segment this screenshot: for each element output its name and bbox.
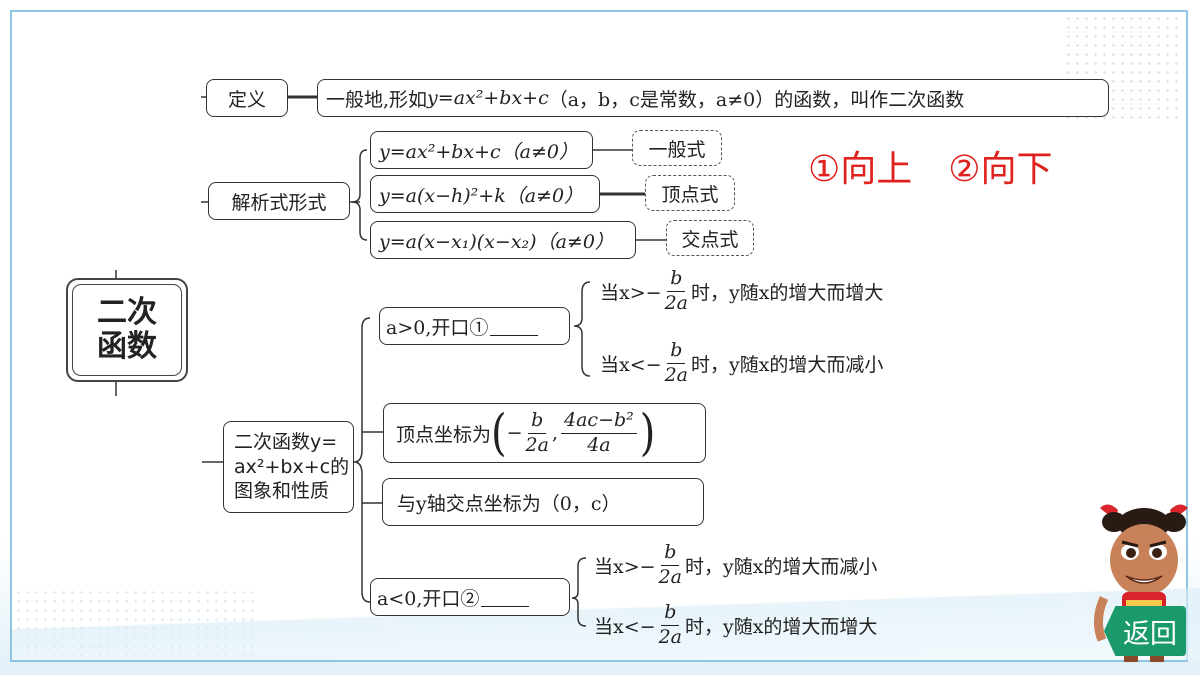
answers: ①向上 ②向下 bbox=[808, 140, 1089, 192]
properties-label: 二次函数y= ax²+bx+c的 图象和性质 bbox=[223, 421, 354, 513]
vertex-x-num: b bbox=[528, 410, 547, 434]
form-general-box: y=ax²+bx+c（a≠0） bbox=[370, 131, 593, 169]
frac-num: b bbox=[667, 340, 686, 364]
topic-title-box: 二次 函数 bbox=[66, 278, 188, 382]
vertex-label: 顶点坐标为 bbox=[396, 423, 492, 446]
properties-label-line3: 图象和性质 bbox=[234, 480, 330, 503]
case-post: 时，y随x的增大而增大 bbox=[690, 281, 884, 304]
case-pre: 当x<− bbox=[594, 615, 656, 638]
a-negative-box: a<0,开口② bbox=[370, 578, 570, 616]
vertex-y-num: 4ac−b² bbox=[561, 410, 637, 434]
a-positive-label: a>0,开口① bbox=[386, 316, 489, 339]
a-negative-label: a<0,开口② bbox=[377, 587, 480, 610]
definition-label: 定义 bbox=[206, 79, 288, 117]
answer-first: ①向上 bbox=[808, 149, 913, 190]
vertex-x-den: 2a bbox=[525, 433, 549, 456]
a-positive-box: a>0,开口① bbox=[379, 307, 570, 345]
form-intercept-name-text: 交点式 bbox=[681, 228, 739, 251]
properties-label-line2: ax²+bx+c的 bbox=[234, 455, 350, 478]
definition-text-pre: 一般地,形如 bbox=[326, 88, 428, 111]
frac-num: b bbox=[667, 268, 686, 292]
case-post: 时，y随x的增大而减小 bbox=[684, 555, 878, 578]
form-intercept-box: y=a(x−x₁)(x−x₂)（a≠0） bbox=[370, 221, 636, 259]
frac-den: 2a bbox=[658, 565, 682, 588]
frac-den: 2a bbox=[664, 291, 688, 314]
frac-den: 2a bbox=[664, 363, 688, 386]
form-general-name: 一般式 bbox=[632, 130, 722, 166]
topic-title-line2: 函数 bbox=[97, 329, 157, 364]
case-post: 时，y随x的增大而减小 bbox=[690, 353, 884, 376]
case-post: 时，y随x的增大而增大 bbox=[684, 615, 878, 638]
forms-label-text: 解析式形式 bbox=[231, 191, 327, 214]
slide-frame bbox=[10, 10, 1200, 662]
properties-label-line1: 二次函数y= bbox=[234, 430, 338, 453]
answer-second: ②向下 bbox=[948, 149, 1053, 190]
case-pre: 当x>− bbox=[594, 555, 656, 578]
form-intercept-name: 交点式 bbox=[666, 220, 754, 256]
answer-blank-2 bbox=[481, 587, 530, 607]
form-vertex-formula: y=a(x−h)²+k（a≠0） bbox=[379, 184, 584, 207]
form-vertex-name-text: 顶点式 bbox=[661, 183, 719, 206]
topic-title-line1: 二次 bbox=[97, 294, 157, 330]
return-button-label: 返回 bbox=[1123, 618, 1177, 650]
form-general-name-text: 一般式 bbox=[648, 138, 706, 161]
comma: , bbox=[551, 422, 559, 444]
minus-sign: − bbox=[506, 422, 523, 444]
return-button[interactable]: 返回 bbox=[1104, 606, 1186, 656]
case-pre: 当x>− bbox=[600, 281, 662, 304]
definition-label-text: 定义 bbox=[227, 88, 266, 111]
vertex-y-den: 4a bbox=[587, 433, 611, 456]
form-vertex-box: y=a(x−h)²+k（a≠0） bbox=[370, 175, 600, 213]
y-intercept-text: 与y轴交点坐标为（0，c） bbox=[397, 492, 621, 515]
frac-num: b bbox=[661, 602, 680, 626]
frac-den: 2a bbox=[658, 625, 682, 648]
definition-formula: y=ax²+bx+c bbox=[427, 87, 549, 109]
definition-text-post: （a，b，c是常数，a≠0）的函数，叫作二次函数 bbox=[548, 88, 965, 111]
form-general-formula: y=ax²+bx+c（a≠0） bbox=[379, 140, 579, 163]
form-vertex-name: 顶点式 bbox=[645, 175, 735, 211]
paren-close: ) bbox=[639, 404, 656, 462]
form-intercept-formula: y=a(x−x₁)(x−x₂)（a≠0） bbox=[379, 230, 614, 253]
answer-blank-1 bbox=[490, 316, 539, 336]
paren-open: ( bbox=[491, 404, 507, 462]
frac-num: b bbox=[661, 542, 680, 566]
case-pre: 当x<− bbox=[600, 353, 662, 376]
forms-label: 解析式形式 bbox=[208, 182, 350, 220]
decorative-wave bbox=[12, 580, 1200, 660]
y-intercept-box: 与y轴交点坐标为（0，c） bbox=[382, 478, 704, 526]
